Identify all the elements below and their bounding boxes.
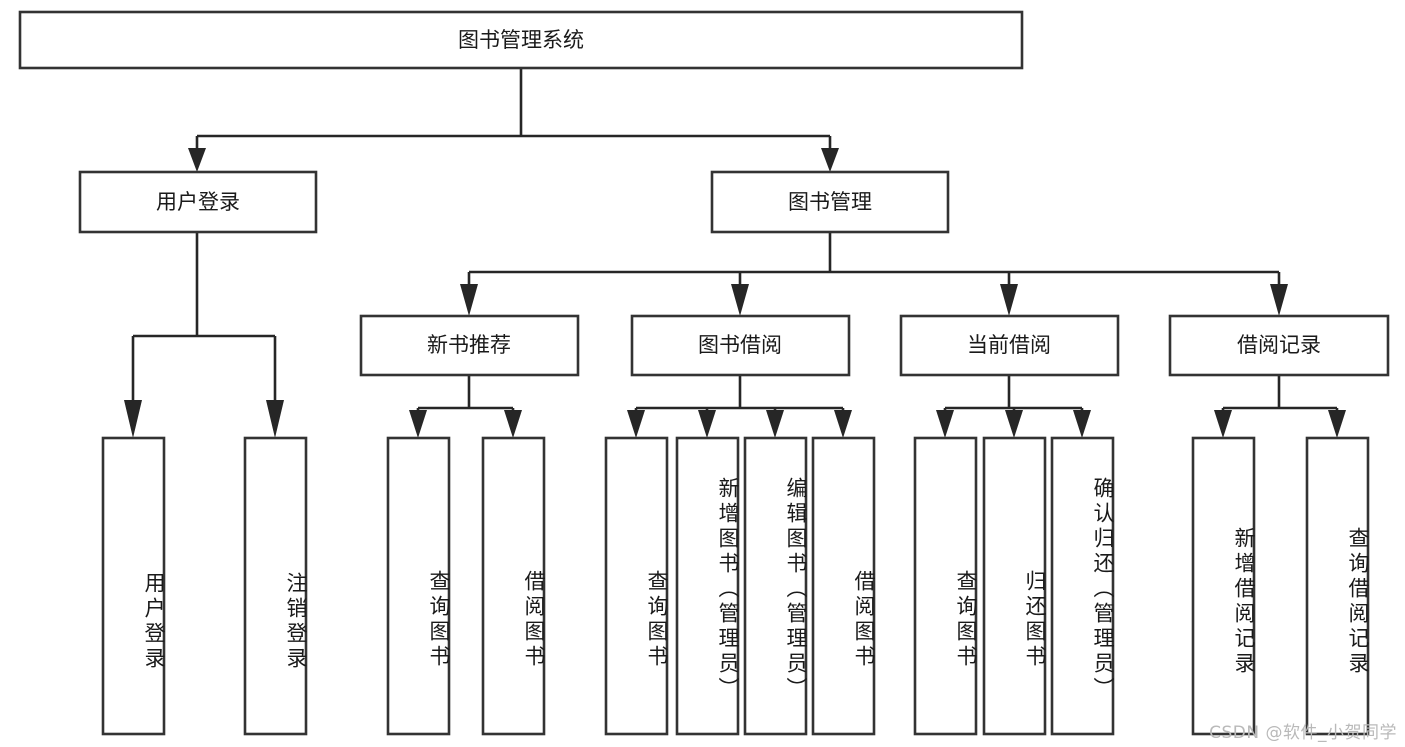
arrowhead-borrow-record (1270, 284, 1288, 316)
node-book-management[interactable] (710, 170, 950, 234)
arrowhead-leaf-add-book (698, 410, 716, 438)
node-leaf-query-book-2[interactable] (604, 436, 669, 736)
node-leaf-query-record[interactable] (1305, 436, 1370, 736)
arrowhead-leaf-query-record (1328, 410, 1346, 438)
node-book-management-label: 图书管理 (788, 190, 872, 214)
node-current-borrow[interactable] (899, 314, 1120, 377)
arrowhead-leaf-add-record (1214, 410, 1232, 438)
node-leaf-borrow-book-1[interactable] (481, 436, 546, 736)
arrowhead-leaf-edit-book (766, 410, 784, 438)
node-leaf-user-login[interactable] (101, 436, 166, 736)
node-leaf-return-book[interactable] (982, 436, 1047, 736)
arrowhead-book-management (821, 148, 839, 172)
arrowhead-leaf-return-book (1005, 410, 1023, 438)
node-group: 图书管理系统 用户登录 图书管理 新书推荐 图书借阅 当前借阅 借阅记录 (18, 10, 1390, 736)
node-leaf-query-book-3[interactable] (913, 436, 978, 736)
connector-group (124, 68, 1346, 438)
arrowhead-leaf-query-book-3 (936, 410, 954, 438)
node-new-book-recommend[interactable] (359, 314, 580, 377)
node-leaf-borrow-book-2[interactable] (811, 436, 876, 736)
arrowhead-leaf-user-logout (266, 400, 284, 438)
node-leaf-user-logout[interactable] (243, 436, 308, 736)
node-leaf-confirm-return[interactable] (1050, 436, 1115, 736)
arrowhead-new-book-recommend (460, 284, 478, 316)
arrowhead-leaf-confirm-return (1073, 410, 1091, 438)
csdn-watermark: CSDN @软件_小贺同学 (1209, 723, 1397, 743)
arrowhead-leaf-borrow-book-2 (834, 410, 852, 438)
node-book-borrow-label: 图书借阅 (698, 333, 782, 357)
arrowhead-user-login (188, 148, 206, 172)
node-book-borrow[interactable] (630, 314, 851, 377)
arrowhead-leaf-borrow-book-1 (504, 410, 522, 438)
node-leaf-edit-book[interactable] (743, 436, 808, 736)
node-user-login-label: 用户登录 (156, 190, 240, 214)
node-leaf-query-book-1[interactable] (386, 436, 451, 736)
node-user-login[interactable] (78, 170, 318, 234)
node-leaf-add-book[interactable] (675, 436, 740, 736)
arrowhead-leaf-query-book-1 (409, 410, 427, 438)
arrowhead-leaf-user-login (124, 400, 142, 438)
node-root-label: 图书管理系统 (458, 28, 584, 52)
arrowhead-leaf-query-book-2 (627, 410, 645, 438)
node-new-book-recommend-label: 新书推荐 (427, 333, 511, 357)
arrowhead-book-borrow (731, 284, 749, 316)
node-current-borrow-label: 当前借阅 (967, 333, 1051, 357)
node-leaf-add-record[interactable] (1191, 436, 1256, 736)
arrowhead-current-borrow (1000, 284, 1018, 316)
node-borrow-record-label: 借阅记录 (1237, 333, 1321, 357)
node-root[interactable] (18, 10, 1024, 70)
node-borrow-record[interactable] (1168, 314, 1390, 377)
